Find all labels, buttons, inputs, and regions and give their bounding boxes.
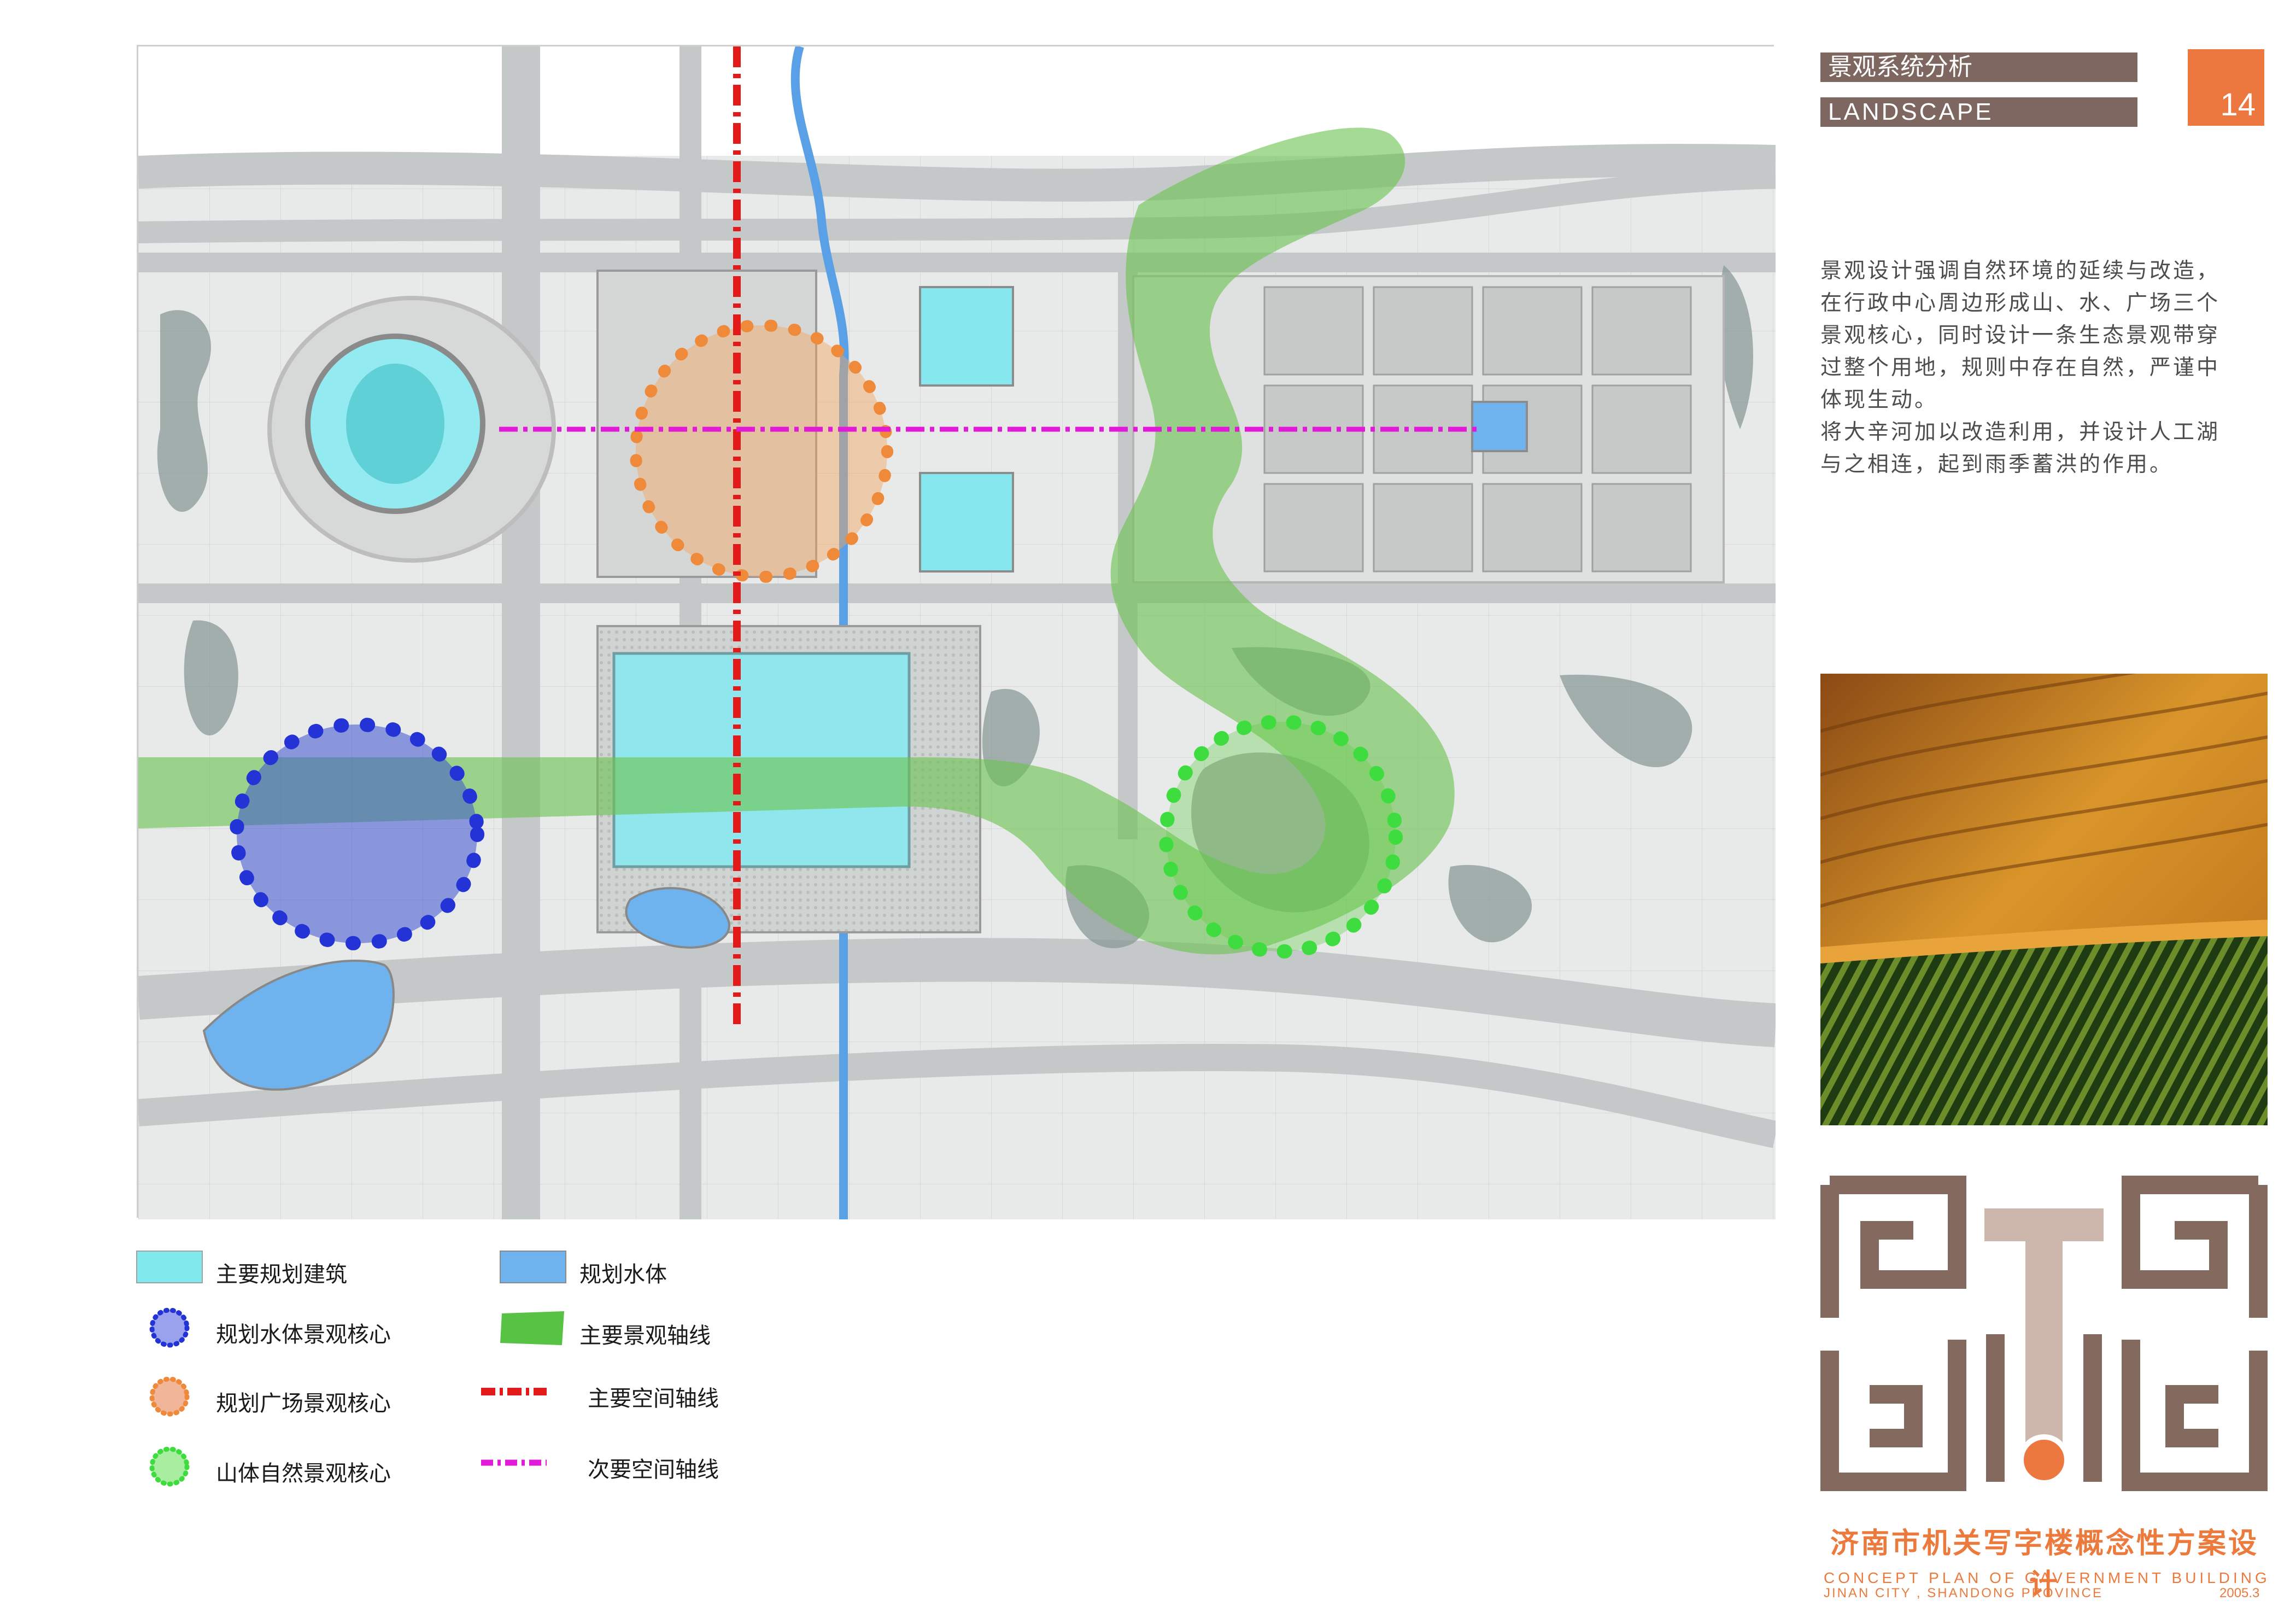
plaza-core-fill (636, 325, 887, 577)
legend-label: 规划水体 (579, 1262, 667, 1287)
mountain-core-ring (1159, 715, 1403, 959)
site-plan-drawing (138, 46, 1776, 1219)
legend-label: 规划水体景观核心 (216, 1322, 391, 1347)
north-civic-block (596, 270, 817, 578)
description-line: 体现生动。 (1820, 388, 1938, 412)
pond (625, 887, 730, 949)
description-line: 景观设计强调自然环境的延续与改造， (1820, 259, 2221, 283)
legend-label: 规划广场景观核心 (216, 1391, 391, 1416)
legend-symbol-magenta-axis (481, 1459, 547, 1466)
site-plan-map (137, 45, 1776, 1219)
legend-label: 山体自然景观核心 (216, 1461, 391, 1486)
legend-symbol-green-axis (500, 1311, 564, 1345)
legend-symbol-water-core (149, 1307, 190, 1348)
main-landscape-axis (138, 127, 1455, 955)
brand-date: 2005.3 (2219, 1586, 2260, 1600)
legend-label: 主要规划建筑 (216, 1262, 347, 1287)
plaza-core-ring (630, 319, 893, 583)
page-number: 14 (2188, 49, 2264, 126)
map-top-margin (138, 46, 1776, 156)
river (790, 46, 849, 1219)
brand-location: JINAN CITY , SHANDONG PROVINCE (1824, 1586, 2103, 1600)
legend-symbol-water (500, 1251, 566, 1283)
brand-logo (1820, 1176, 2268, 1493)
legend-symbol-plaza-core (149, 1376, 190, 1417)
section-title-cn: 景观系统分析 (1820, 52, 2137, 82)
artificial-lake (202, 960, 395, 1091)
legend-symbol-building (136, 1251, 203, 1283)
legend-label: 主要景观轴线 (579, 1323, 711, 1348)
description-line: 景观核心，同时设计一条生态景观带穿 (1820, 323, 2221, 348)
description: 景观设计强调自然环境的延续与改造， 在行政中心周边形成山、水、广场三个 景观核心… (1820, 255, 2258, 481)
main-buildings (919, 286, 1528, 573)
brand-name-cn: 济南市机关写字楼概念性方案设计 (1830, 1527, 2259, 1601)
legend-symbol-red-axis (481, 1388, 547, 1395)
legend-label: 次要空间轴线 (588, 1457, 719, 1482)
landscape-photo (1820, 674, 2268, 1125)
stadium-field (346, 364, 444, 484)
section-title-en: LANDSCAPE (1820, 97, 2137, 127)
description-line: 与之相连，起到雨季蓄洪的作用。 (1820, 452, 2174, 477)
water-core-fill (237, 725, 477, 943)
description-line: 过整个用地，规则中存在自然，严谨中 (1820, 355, 2221, 380)
water-core-ring (230, 717, 484, 950)
mountain-core-fill (1166, 722, 1396, 951)
legend-label: 主要空间轴线 (588, 1386, 719, 1411)
description-line: 将大辛河加以改造利用，并设计人工湖 (1820, 420, 2221, 445)
legend-symbol-mountain-core (149, 1446, 190, 1487)
brand-name-en: CONCEPT PLAN OF GAVERNMENT BUILDING (1824, 1569, 2270, 1586)
description-line: 在行政中心周边形成山、水、广场三个 (1820, 291, 2221, 316)
